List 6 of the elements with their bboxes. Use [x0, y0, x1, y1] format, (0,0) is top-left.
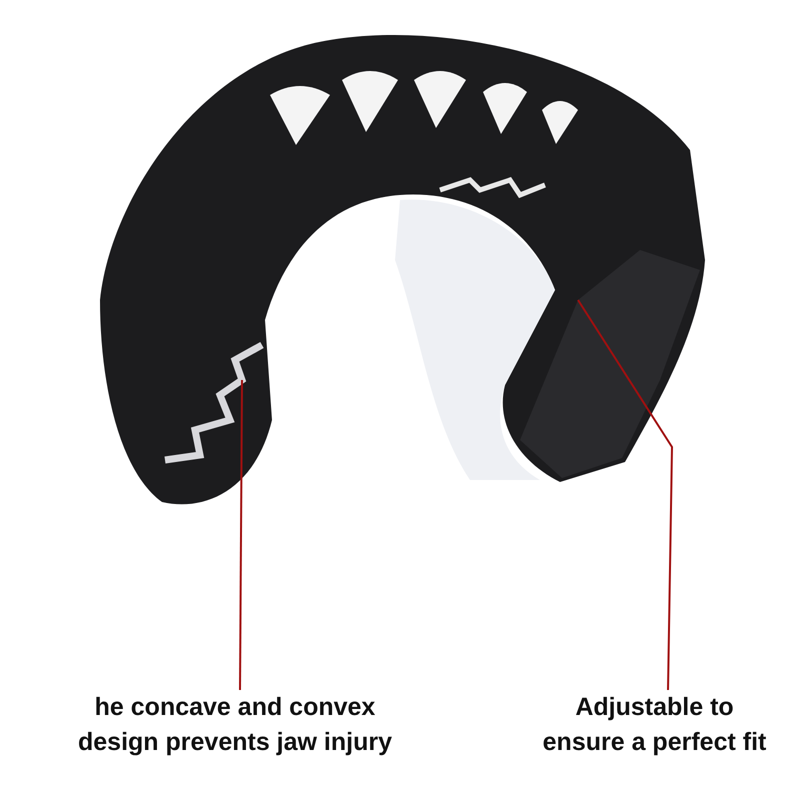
zigzag-insert — [164, 342, 264, 464]
callout-text: Adjustable to ensure a perfect fit — [537, 690, 772, 760]
callout-text: he concave and convex design prevents jaw injury — [75, 690, 395, 760]
leader-line — [577, 299, 673, 690]
leader-line — [239, 380, 243, 690]
side-wing — [520, 250, 700, 478]
